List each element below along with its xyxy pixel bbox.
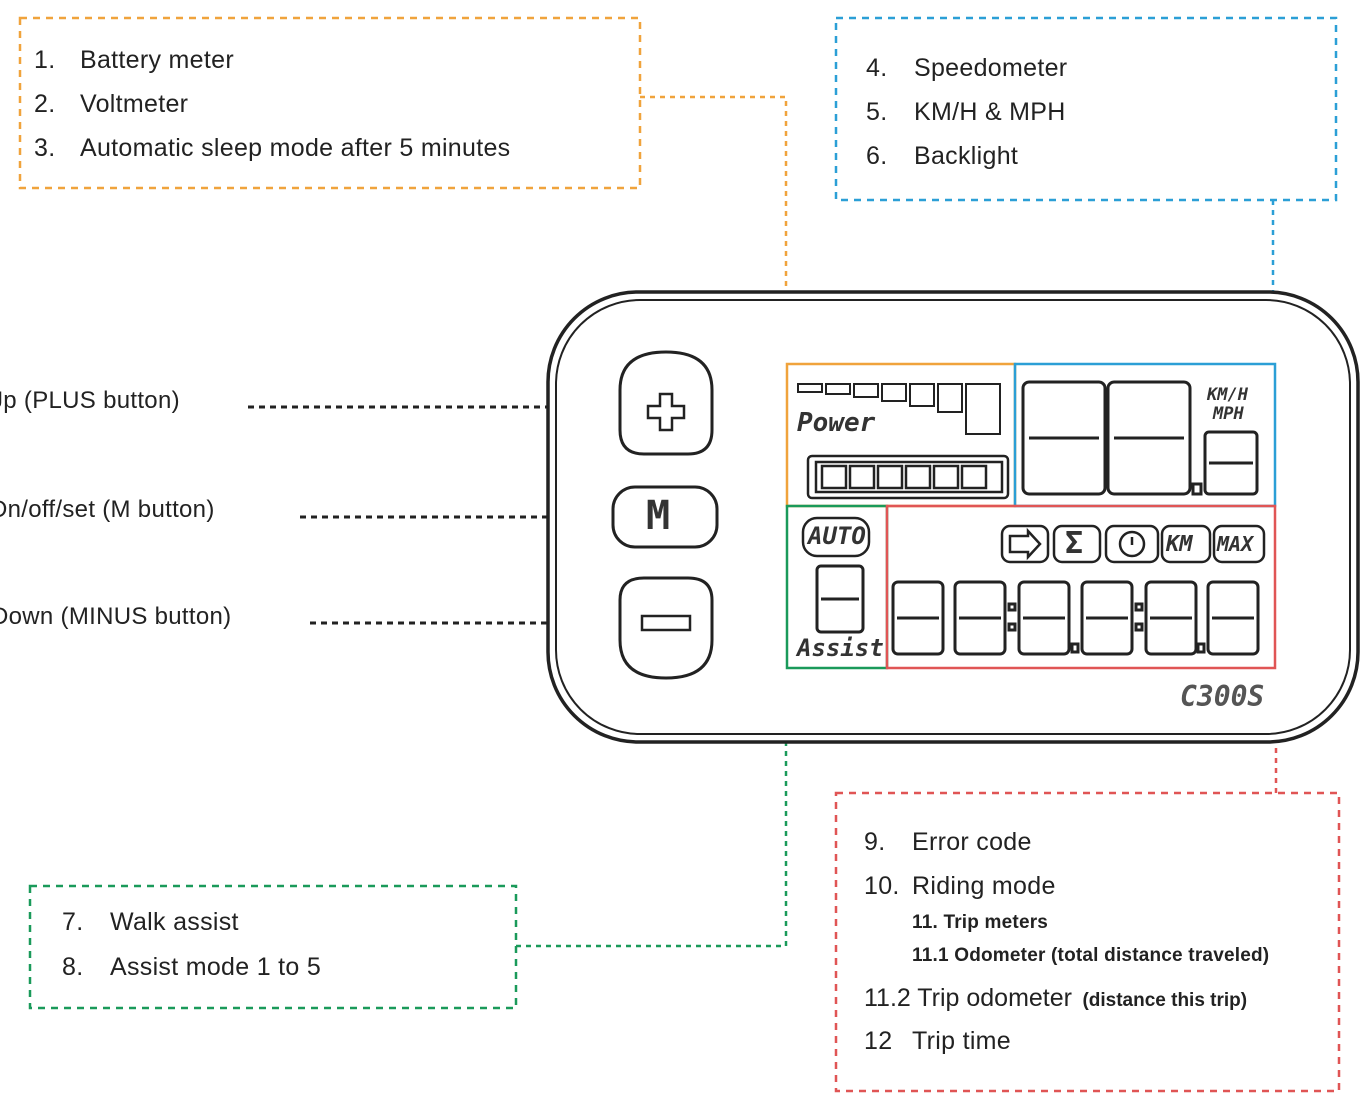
callout-box-blue [834, 16, 1338, 202]
callout-item: 7. Walk assist [62, 908, 239, 937]
trip-colon [1007, 602, 1017, 612]
callout-number: 5. [866, 98, 888, 126]
power-bars [797, 383, 1001, 435]
power-bar [965, 383, 1001, 435]
callout-item: 5. KM/H & MPH [866, 98, 1066, 127]
trip-digit [1144, 580, 1198, 656]
callout-item: 11.2 Trip odometer (distance this trip) [864, 984, 1247, 1013]
km-icon: KM [1166, 532, 1193, 557]
m-button-label: Dn/off/set (M button) [0, 496, 215, 523]
power-bar [825, 383, 851, 395]
device-outer [546, 290, 1360, 744]
unit-kmh: KM/H [1207, 385, 1248, 405]
unit-mph: MPH [1213, 404, 1244, 424]
callout-box-red [834, 791, 1341, 1093]
trip-digit [1017, 580, 1071, 656]
trip-digits [891, 580, 1260, 656]
callout-text: Error code [912, 828, 1032, 856]
plus-icon [646, 392, 686, 432]
trip-decimal [1070, 642, 1080, 654]
callout-text: Automatic sleep mode after 5 minutes [80, 134, 511, 162]
callout-item: 6. Backlight [866, 142, 1018, 171]
callout-number: 9. [864, 828, 886, 856]
power-bar [853, 383, 879, 398]
callout-number: 3. [34, 134, 56, 162]
clock-icon [1118, 530, 1146, 558]
device-inner [555, 299, 1351, 735]
callout-number: 12 [864, 1027, 893, 1055]
speed-digit [1021, 380, 1107, 496]
trip-digit [953, 580, 1007, 656]
callout-note: (distance this trip) [1082, 990, 1248, 1011]
callout-text: Speedometer [914, 54, 1068, 82]
trip-colon [1007, 622, 1017, 632]
callout-text: 11.2 Trip odometer [864, 984, 1072, 1012]
callout-text: Riding mode [912, 872, 1056, 900]
callout-text: Walk assist [110, 908, 239, 936]
power-label: Power [797, 408, 876, 438]
callout-box-green [28, 884, 518, 1010]
battery-icon [806, 454, 1010, 500]
sigma-icon: Σ [1065, 526, 1084, 561]
callout-number: 4. [866, 54, 888, 82]
region-trip [885, 504, 1277, 670]
callout-text: Assist mode 1 to 5 [110, 953, 322, 981]
callout-text: Trip time [912, 1027, 1012, 1055]
callout-number: 10. [864, 872, 900, 900]
callout-text: Backlight [914, 142, 1019, 170]
callout-number: 6. [866, 142, 888, 170]
minus-button-label: Down (MINUS button) [0, 603, 232, 630]
callout-number: 8. [62, 953, 84, 981]
callout-number: 1. [34, 46, 56, 74]
speed-digit [1106, 380, 1192, 496]
callout-item: 8. Assist mode 1 to 5 [62, 953, 321, 982]
auto-label: AUTO [808, 522, 866, 550]
connector-green [516, 668, 788, 948]
assist-digit [815, 564, 865, 634]
arrow-icon [1008, 527, 1042, 561]
power-bar [909, 383, 935, 407]
plus-button-label: Jp (PLUS button) [0, 387, 180, 414]
callout-subitem: 11. Trip meters [912, 912, 1049, 933]
callout-item: 1. Battery meter [34, 46, 234, 75]
m-button [611, 485, 719, 549]
minus-icon [640, 614, 692, 632]
speed-digits [1021, 380, 1259, 496]
power-bar [881, 383, 907, 402]
callout-text: Voltmeter [80, 90, 189, 118]
speed-digit-small [1203, 430, 1259, 496]
trip-decimal [1196, 642, 1206, 654]
trip-digit [1080, 580, 1134, 656]
m-button-text[interactable]: M [646, 493, 671, 539]
power-bar [937, 383, 963, 413]
power-bar [797, 383, 823, 393]
max-icon-box [1212, 524, 1266, 564]
model-label: C300S [1180, 680, 1265, 713]
callout-item: 2. Voltmeter [34, 90, 188, 119]
callout-item: 4. Speedometer [866, 54, 1067, 83]
speed-decimal-point [1191, 482, 1203, 496]
callout-number: 2. [34, 90, 56, 118]
max-icon: MAX [1217, 532, 1254, 556]
trip-digit [891, 580, 945, 656]
trip-colon [1134, 622, 1144, 632]
callout-box-orange [18, 16, 642, 190]
trip-digit [1206, 580, 1260, 656]
sigma-icon-box [1052, 524, 1102, 564]
callout-text: KM/H & MPH [914, 98, 1066, 126]
callout-number: 7. [62, 908, 84, 936]
km-icon-box [1160, 524, 1212, 564]
connector-orange [640, 95, 788, 364]
trip-icons [1000, 524, 1266, 564]
auto-badge [801, 516, 871, 558]
callout-item: 12 Trip time [864, 1027, 1011, 1056]
assist-label: Assist [797, 634, 884, 662]
trip-colon [1134, 602, 1144, 612]
callout-item: 3. Automatic sleep mode after 5 minutes [34, 134, 510, 163]
callout-item: 10. Riding mode [864, 872, 1056, 901]
callout-item: 9. Error code [864, 828, 1032, 857]
callout-subitem: 11.1 Odometer (total distance traveled) [912, 945, 1270, 966]
callout-text: Battery meter [80, 46, 234, 74]
